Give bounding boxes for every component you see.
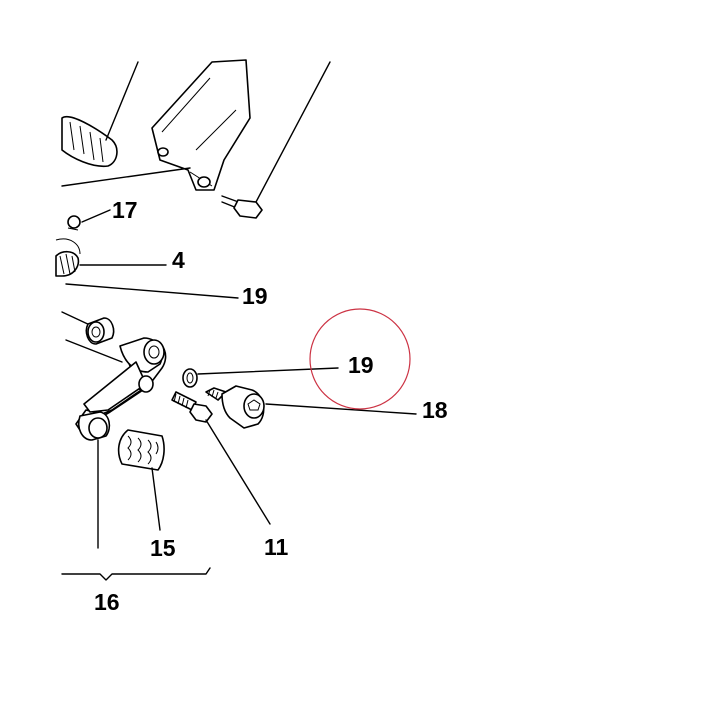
leader-19-lower bbox=[197, 367, 339, 375]
axis-line-mid bbox=[65, 339, 123, 363]
leader-bracket bbox=[61, 167, 191, 187]
part-16-lever bbox=[75, 337, 167, 441]
leader-bolt-upper bbox=[255, 61, 331, 203]
axis-line-top bbox=[61, 311, 93, 327]
label-18: 18 bbox=[422, 397, 448, 423]
brace-16 bbox=[61, 567, 211, 581]
label-16: 16 bbox=[94, 589, 120, 615]
bushing-left bbox=[85, 317, 115, 345]
leader-17 bbox=[81, 209, 111, 223]
leader-18 bbox=[265, 403, 417, 415]
grip-part bbox=[61, 115, 118, 168]
label-19-upper: 19 bbox=[242, 283, 268, 309]
leader-19-upper bbox=[65, 283, 239, 299]
label-17: 17 bbox=[112, 197, 138, 223]
label-11: 11 bbox=[264, 534, 289, 560]
part-17-clip bbox=[67, 215, 81, 231]
leader-11 bbox=[205, 419, 271, 525]
bolt-upper bbox=[221, 195, 263, 219]
part-11-bolt bbox=[171, 391, 213, 423]
label-4: 4 bbox=[172, 247, 185, 273]
label-15: 15 bbox=[150, 535, 176, 561]
part-15-rubber bbox=[117, 429, 165, 471]
bracket-part bbox=[151, 59, 251, 191]
leader-15 bbox=[151, 467, 161, 531]
highlight-circle bbox=[309, 308, 411, 410]
part-4-spring bbox=[55, 238, 81, 277]
part-19-washer bbox=[182, 368, 198, 388]
leader-grip bbox=[105, 61, 139, 141]
part-18-pin bbox=[205, 385, 265, 429]
label-19-lower: 19 bbox=[348, 352, 374, 378]
